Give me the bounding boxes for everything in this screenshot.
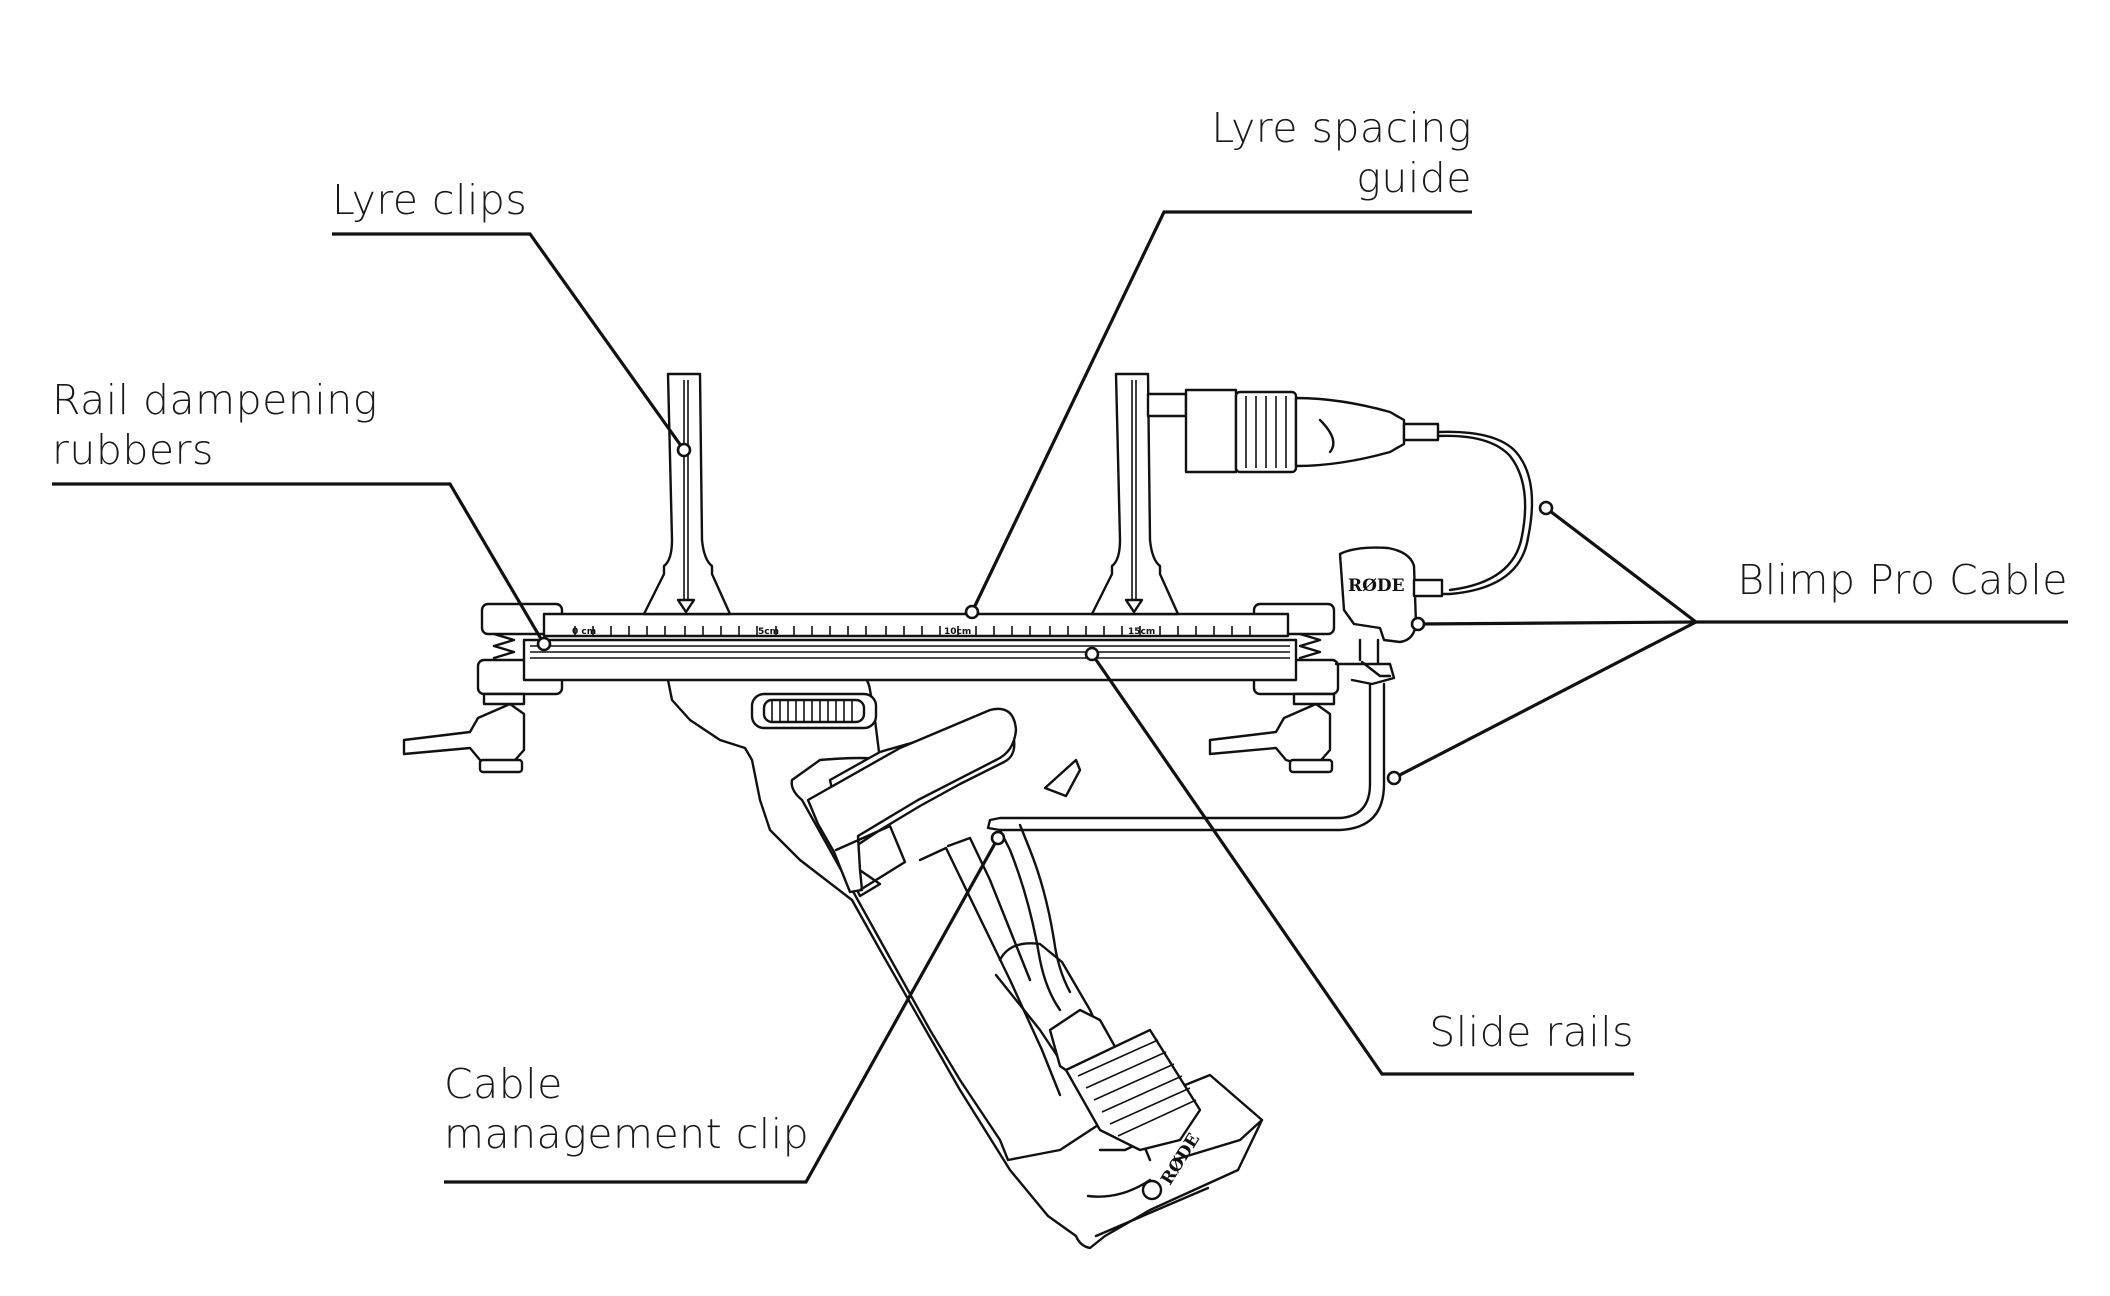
callout-lyre-spacing-guide: Lyre spacing guide xyxy=(964,104,1472,620)
pistol-grip: RØDE xyxy=(666,670,1264,1250)
label-blimp-pro-cable: Blimp Pro Cable xyxy=(1737,556,2068,604)
left-lyre-clip xyxy=(642,372,732,616)
blimp-pro-cable: RØDE xyxy=(986,388,1534,832)
callout-slide-rails: Slide rails xyxy=(1084,646,1634,1076)
thumb-wheel xyxy=(750,692,878,730)
callout-rail-dampening-rubbers: Rail dampening rubbers xyxy=(52,376,552,652)
callout-blimp-pro-cable: Blimp Pro Cable xyxy=(1386,500,2068,786)
label-rail-dampening-line1: Rail dampening xyxy=(52,376,378,424)
label-slide-rails: Slide rails xyxy=(1429,1008,1634,1056)
label-lyre-clips: Lyre clips xyxy=(332,176,527,224)
scale-mark-15cm: 15cm xyxy=(1128,627,1155,637)
callout-lyre-clips: Lyre clips xyxy=(332,176,692,458)
scale-mark-0cm: 0 cm xyxy=(572,627,596,637)
label-cable-management-line2: management clip xyxy=(444,1110,809,1158)
shock-mount-illustration: RØDE xyxy=(402,372,1534,1250)
callout-cable-management-clip: Cable management clip xyxy=(444,830,1006,1184)
cable-brand-mark: RØDE xyxy=(1348,576,1405,596)
label-lyre-spacing-guide-line2: guide xyxy=(1356,154,1472,202)
scale-mark-10cm: 10cm xyxy=(944,627,971,637)
grip-xlr-connector xyxy=(1048,1008,1202,1152)
slide-rails xyxy=(522,638,1298,682)
left-rail-mount xyxy=(402,602,564,774)
right-lyre-clip xyxy=(1090,372,1180,616)
label-rail-dampening-line2: rubbers xyxy=(52,426,214,474)
scale-mark-5cm: 5cm xyxy=(758,627,779,637)
label-lyre-spacing-guide-line1: Lyre spacing xyxy=(1211,104,1472,152)
spacing-scale-bar: 0 cm 5cm 10cm 15cm xyxy=(542,612,1290,638)
label-cable-management-line1: Cable xyxy=(444,1060,563,1108)
